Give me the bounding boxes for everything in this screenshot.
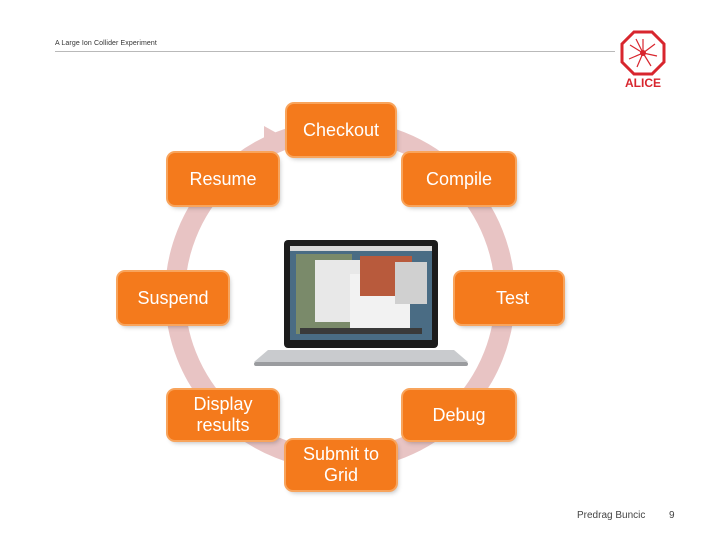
step-resume: Resume	[168, 153, 278, 205]
alice-logo-text: ALICE	[625, 76, 661, 90]
header-rule	[55, 51, 615, 52]
alice-logo: ALICE	[620, 30, 666, 90]
step-compile: Compile	[403, 153, 515, 205]
step-checkout: Checkout	[287, 104, 395, 156]
footer-author: Predrag Buncic	[577, 510, 646, 521]
alice-logo-octagon	[620, 30, 666, 76]
header-caption: A Large Ion Collider Experiment	[55, 40, 157, 47]
step-test: Test	[455, 272, 563, 324]
step-suspend: Suspend	[118, 272, 228, 324]
step-debug: Debug	[403, 390, 515, 440]
cycle-arrowhead	[264, 126, 282, 146]
step-display-results: Display results	[168, 390, 278, 440]
step-submit-to-grid: Submit to Grid	[286, 440, 396, 490]
page-number: 9	[669, 510, 675, 521]
